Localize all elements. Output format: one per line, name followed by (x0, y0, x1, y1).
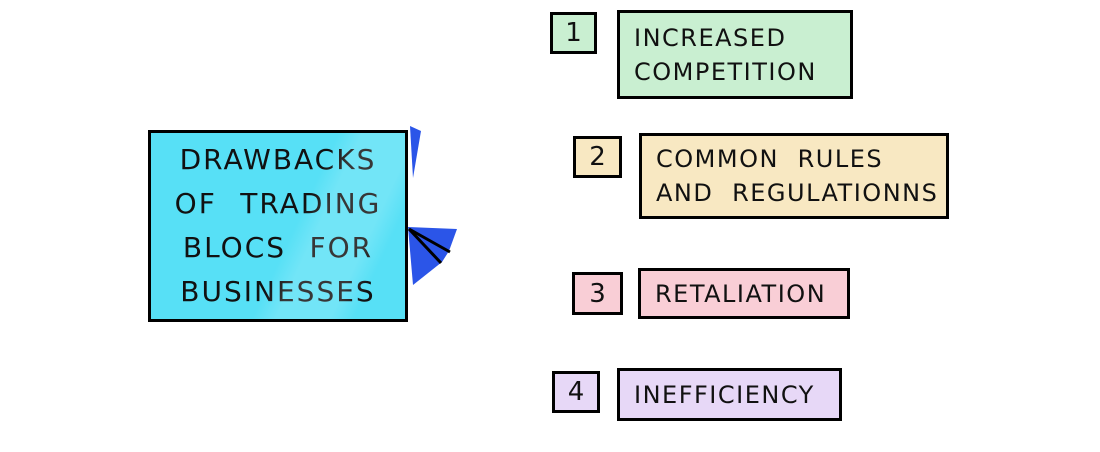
item-3-number-badge: 3 (572, 272, 623, 315)
item-3-label-line-1: RETALIATION (655, 279, 827, 308)
item-2-label-line-2: AND REGULATIONNS (656, 179, 939, 207)
title-line-3: BLOCS FOR (182, 231, 374, 264)
arrow-up-icon (410, 126, 421, 178)
item-4-label-line-1: INEFFICIENCY (634, 380, 815, 409)
arrow-fan-divider-icon (408, 227, 451, 254)
item-1-label-line-2: COMPETITION (634, 57, 817, 86)
item-2-label-line-1: COMMON RULES (656, 145, 884, 173)
arrow-fan-icon (408, 227, 457, 285)
item-4-label-box: INEFFICIENCY (617, 368, 842, 421)
title-line-1: DRAWBACKS (179, 143, 377, 176)
item-4-number-badge: 4 (552, 371, 600, 413)
title-box: DRAWBACKS OF TRADING BLOCS FOR BUSINESSE… (148, 130, 408, 322)
item-3-label-box: RETALIATION (638, 268, 850, 319)
item-1-number-badge: 1 (550, 12, 597, 54)
title-line-2: OF TRADING (174, 187, 382, 220)
title-line-4: BUSINESSES (180, 275, 376, 308)
item-1-label-line-1: INCREASED (634, 23, 787, 52)
item-1-label-box: INCREASED COMPETITION (617, 10, 853, 99)
item-2-label-box: COMMON RULES AND REGULATIONNS (639, 133, 949, 219)
arrow-fan-divider-icon (407, 227, 443, 265)
item-2-number-badge: 2 (573, 136, 622, 178)
